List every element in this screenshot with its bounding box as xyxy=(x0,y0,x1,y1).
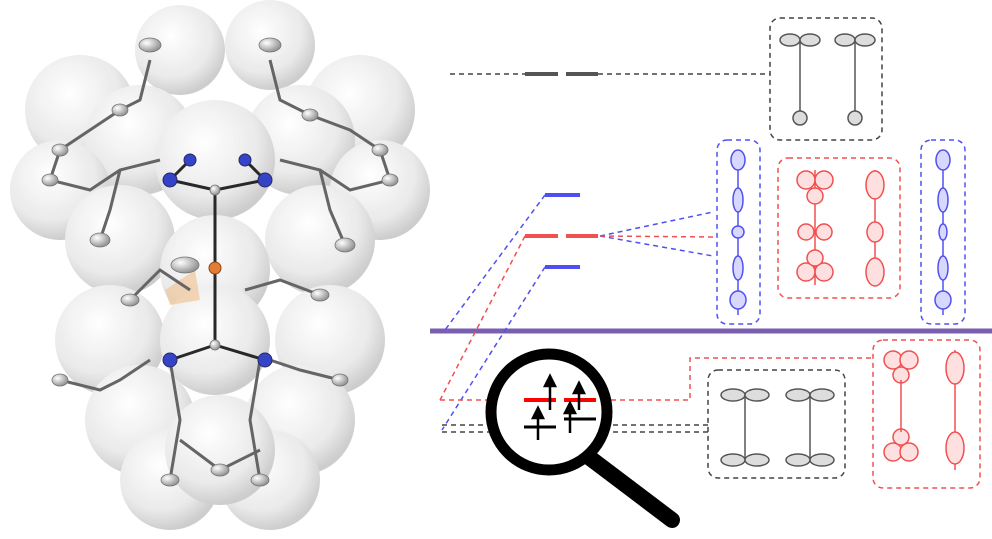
molecule-structure xyxy=(10,0,430,530)
electron-spin-arrows xyxy=(530,373,587,440)
orbital-shapes xyxy=(720,33,965,470)
orbital-boxes xyxy=(707,17,981,489)
energy-levels xyxy=(439,72,873,433)
magnifier-icon xyxy=(485,348,680,528)
